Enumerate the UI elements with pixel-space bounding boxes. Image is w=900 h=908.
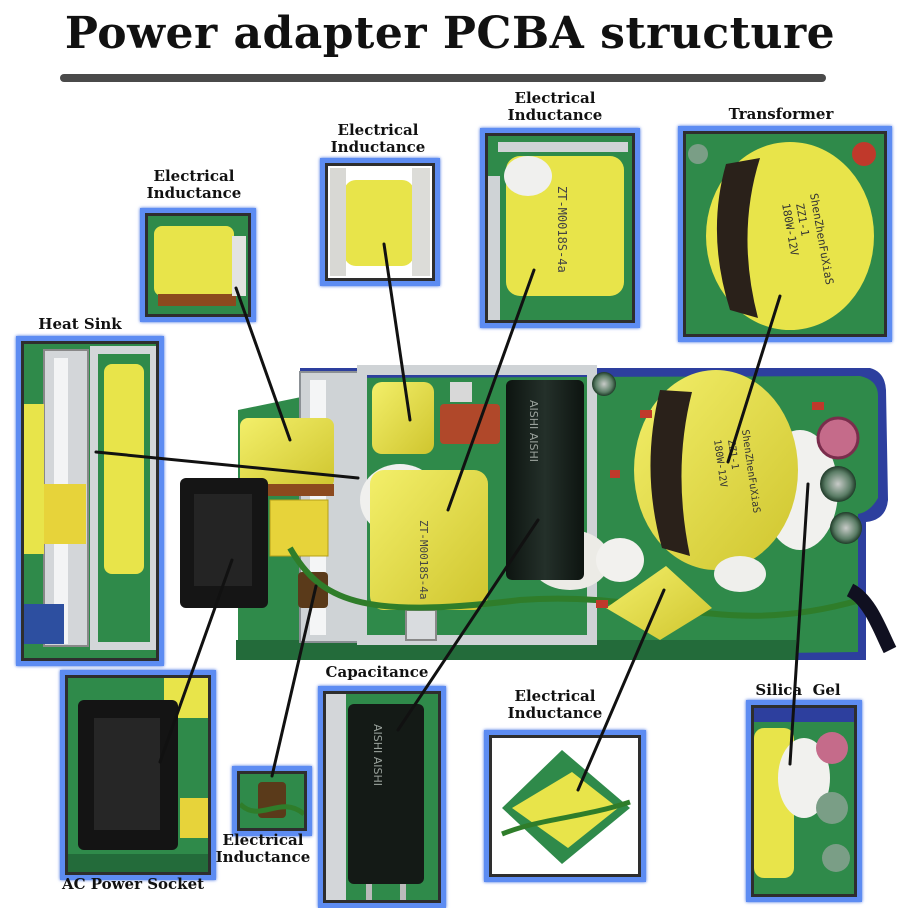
capacitor-closeup: AISHI AISHI [326, 694, 424, 900]
leader-inductance-a [234, 286, 292, 442]
leader-silica-gel [788, 482, 810, 766]
transformer-closeup: ShenZhenFuXiaS ZZ1-1 180W-12V [688, 142, 876, 330]
callout-inductance-d [232, 766, 312, 836]
label-ac-power-socket: AC Power Socket [61, 875, 205, 893]
label-heat-sink: Heat Sink [38, 315, 122, 333]
leader-inductance-d [270, 584, 318, 778]
capacitor-marking: AISHI AISHI [527, 400, 540, 462]
label-capacitance: Capacitance [325, 663, 429, 681]
capacitor-closeup-marking: AISHI AISHI [371, 724, 384, 786]
choke-marking: ZT-M0018S-4a [417, 520, 430, 599]
callout-inductance-b [320, 158, 440, 286]
callout-capacitance: AISHI AISHI [318, 686, 446, 908]
heat-sink-closeup [24, 346, 156, 650]
page-title: Power adapter PCBA structure [64, 8, 836, 59]
inductor-b-closeup [330, 168, 430, 276]
inductor-a-closeup [154, 226, 246, 306]
callout-inductance-e [484, 730, 646, 882]
inductor-c-closeup: ZT-M0018S-4a [488, 142, 628, 320]
callout-inductance-a [140, 208, 256, 322]
label-transformer: Transformer [728, 105, 834, 123]
label-silica-gel: Silica Gel [755, 681, 841, 699]
transformer-closeup-marking-2: ZZ1-1 [793, 202, 812, 237]
callout-inductance-c: ZT-M0018S-4a [480, 128, 640, 328]
leader-ac-socket [158, 558, 234, 764]
callout-silica-gel [746, 700, 862, 902]
title-underline [60, 74, 826, 82]
leader-inductance-e [576, 588, 666, 792]
leader-capacitance [396, 518, 540, 732]
ac-socket-closeup [68, 678, 208, 872]
leader-transformer [726, 294, 782, 464]
leader-inductance-c [446, 268, 536, 512]
callout-ac-power-socket [60, 670, 216, 880]
callout-heat-sink [16, 336, 164, 666]
leader-heat-sink [94, 450, 360, 480]
leader-inductance-b [382, 242, 412, 422]
inductor-e-closeup [501, 750, 631, 864]
choke-closeup-marking: ZT-M0018S-4a [555, 186, 569, 273]
inductor-d-closeup [240, 782, 304, 818]
callout-transformer: ShenZhenFuXiaS ZZ1-1 180W-12V [678, 126, 892, 342]
